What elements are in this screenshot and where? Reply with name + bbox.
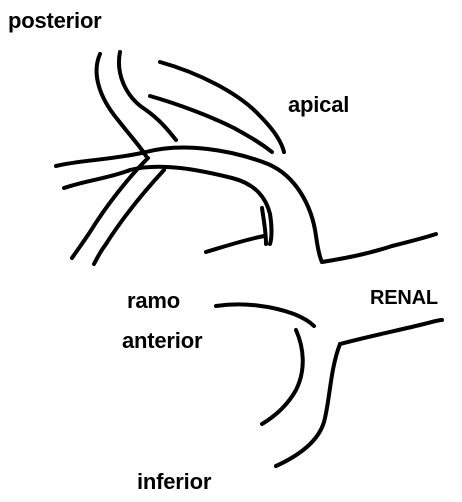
trunk-lower-contour [64, 167, 272, 244]
renal-main-trunk-upper [322, 234, 436, 262]
ramo-anterior-upper [216, 304, 314, 326]
label-renal: RENAL [370, 288, 438, 308]
renal-main-trunk-lower [340, 320, 442, 344]
label-posterior: posterior [8, 10, 102, 32]
left-lower-strand-1 [72, 158, 148, 258]
ramo-anterior-lower [262, 330, 303, 424]
middle-short-stub [262, 208, 266, 244]
trunk-upper-contour [56, 148, 322, 262]
left-lower-strand-2 [94, 170, 164, 264]
label-ramo: ramo [127, 290, 180, 312]
label-inferior: inferior [137, 471, 211, 493]
label-apical: apical [288, 94, 349, 116]
label-anterior: anterior [122, 330, 202, 352]
middle-short-branch [206, 236, 264, 252]
apical-branch-2 [150, 96, 272, 152]
